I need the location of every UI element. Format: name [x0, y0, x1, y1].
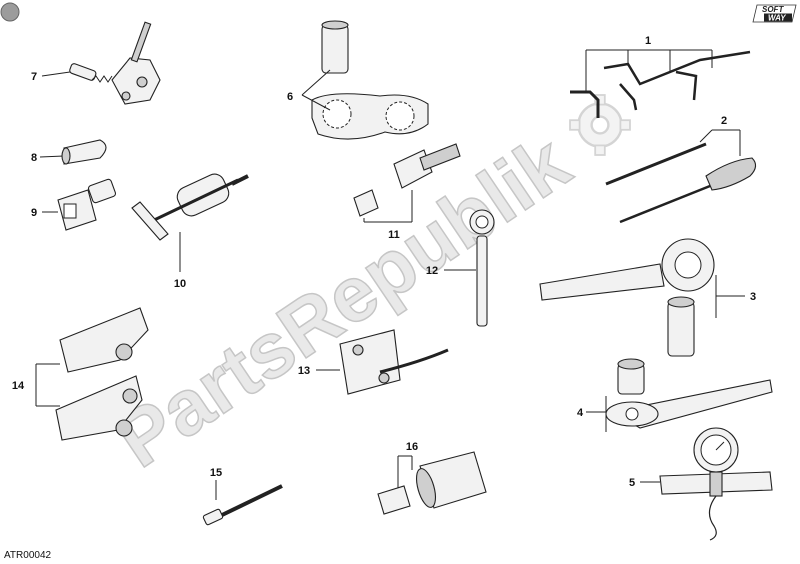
part-16-drawing — [377, 451, 487, 515]
brand-top-text: SOFT — [762, 5, 784, 14]
callout-11: 11 — [388, 229, 400, 241]
callout-15: 15 — [210, 467, 222, 479]
part-2-drawing — [605, 129, 757, 224]
callout-13: 13 — [298, 365, 310, 377]
part-13-drawing — [316, 329, 449, 395]
callout-8: 8 — [31, 152, 37, 164]
part-4-drawing — [586, 358, 773, 432]
part-11-drawing — [353, 143, 461, 223]
callout-10: 10 — [174, 278, 186, 290]
part-7-drawing — [41, 21, 161, 105]
part-9-drawing — [42, 178, 117, 231]
part-3-drawing — [539, 238, 745, 357]
watermark-gear-icon — [569, 94, 631, 156]
reference-code: ATR00042 — [4, 550, 52, 561]
part-15-drawing — [202, 480, 283, 526]
callout-2: 2 — [721, 115, 727, 127]
part-12-drawing — [444, 209, 495, 327]
callout-3: 3 — [750, 291, 756, 303]
brand-logo: SOFT WAY — [752, 4, 797, 23]
part-5-drawing — [640, 427, 773, 541]
part-6-drawing — [301, 20, 429, 140]
callout-4: 4 — [577, 407, 584, 419]
corner-logo-icon — [0, 2, 20, 22]
callout-14: 14 — [12, 380, 25, 392]
part-8-drawing — [39, 139, 107, 165]
brand-bottom-text: WAY — [768, 14, 786, 23]
callout-5: 5 — [629, 477, 635, 489]
callout-6: 6 — [287, 91, 293, 103]
callout-9: 9 — [31, 207, 37, 219]
callout-1: 1 — [645, 35, 651, 47]
part-1-drawing — [570, 49, 751, 118]
part-10-drawing — [131, 173, 249, 272]
watermark-text: PartsRepublik — [100, 118, 585, 485]
callout-16: 16 — [406, 441, 418, 453]
callout-7: 7 — [31, 71, 37, 83]
callout-12: 12 — [426, 265, 438, 277]
callouts: 1 2 3 4 5 6 7 8 9 10 11 12 13 14 15 16 — [12, 35, 756, 489]
part-14-drawing — [35, 307, 149, 441]
